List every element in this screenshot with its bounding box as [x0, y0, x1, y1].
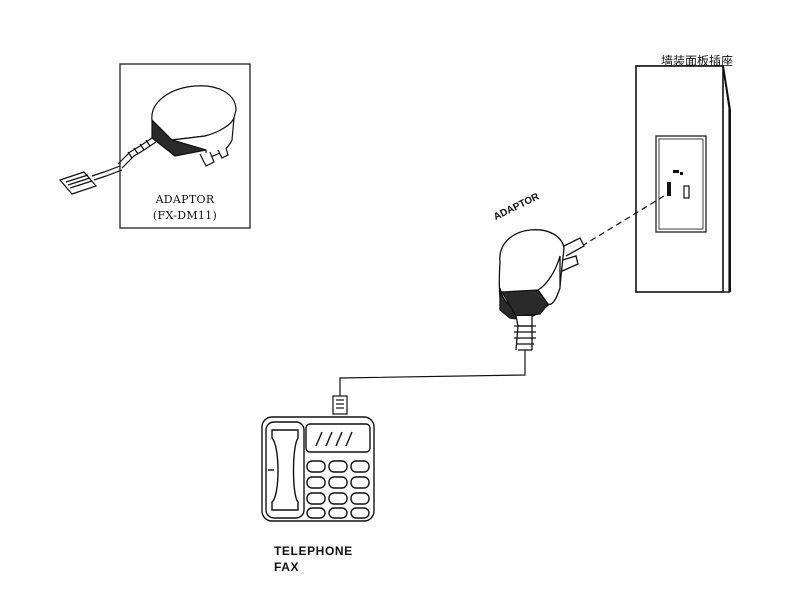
telephone-cable	[339, 350, 526, 396]
inset-model-label: (FX-DM11)	[152, 209, 218, 222]
adaptor-plug-icon	[498, 229, 585, 351]
fax-label: FAX	[274, 560, 300, 574]
inset-adaptor-icon	[58, 85, 237, 195]
wall-socket-label: 墙装面板插座	[661, 54, 734, 68]
alignment-dashed-line	[581, 195, 665, 247]
wall-socket	[655, 135, 707, 233]
inset-adaptor-label: ADAPTOR	[155, 193, 215, 206]
adaptor-inset	[58, 63, 251, 229]
keypad	[306, 460, 370, 519]
telephone-label: TELEPHONE	[274, 544, 353, 558]
rj11-plug-icon	[332, 395, 348, 415]
wall-panel	[635, 65, 731, 293]
telephone-icon	[261, 416, 375, 522]
